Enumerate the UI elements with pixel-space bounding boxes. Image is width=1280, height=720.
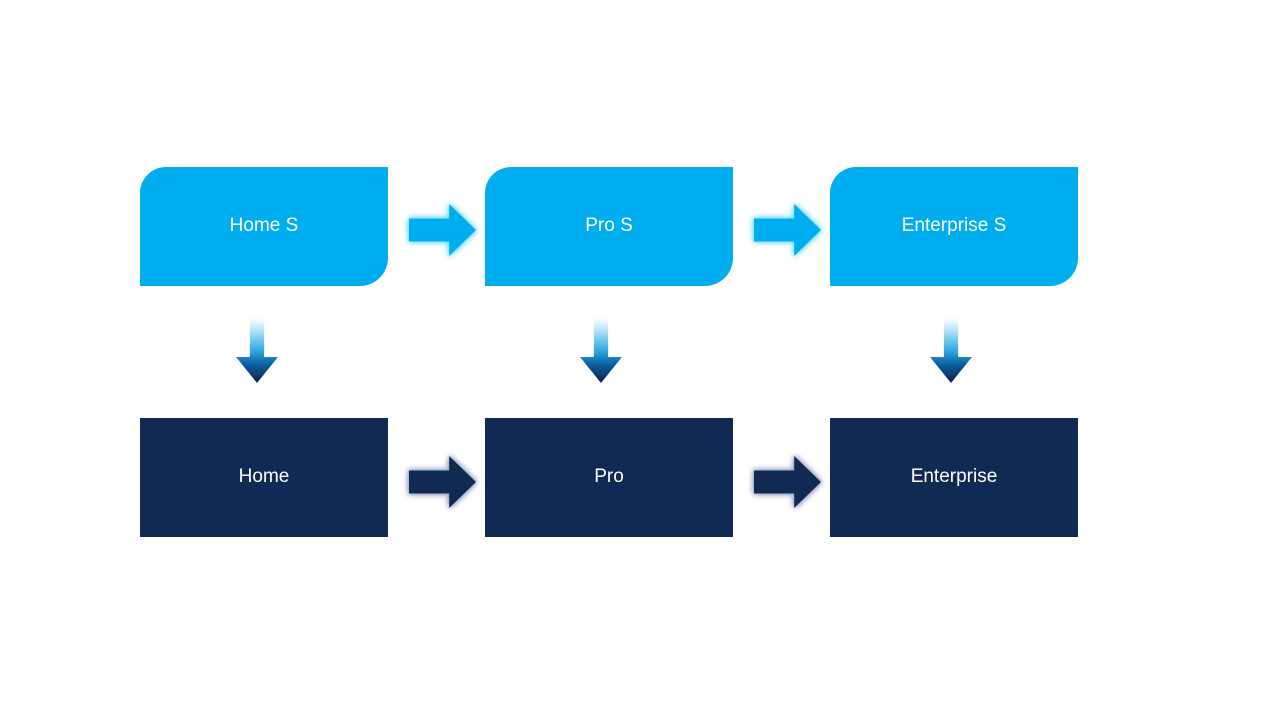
box-enterprise: Enterprise	[830, 418, 1078, 537]
right-arrow-icon-home-s-to-pro-s	[409, 204, 476, 256]
box-home-label: Home	[238, 466, 290, 488]
right-arrow-icon-pro-to-enterprise	[754, 456, 821, 508]
box-home-s-label: Home S	[229, 215, 299, 237]
box-enterprise-s-label: Enterprise S	[901, 215, 1007, 237]
down-arrow-icon-pro-s-to-pro	[580, 318, 622, 383]
box-home: Home	[140, 418, 388, 537]
right-arrow-shape	[754, 456, 821, 508]
box-home-s: Home S	[140, 167, 388, 286]
box-pro-label: Pro	[594, 466, 624, 488]
box-pro-s-label: Pro S	[585, 215, 633, 237]
box-pro: Pro	[485, 418, 733, 537]
right-arrow-shape	[754, 204, 821, 256]
box-enterprise-s: Enterprise S	[830, 167, 1078, 286]
right-arrow-shape	[409, 204, 476, 256]
right-arrow-shape	[409, 456, 476, 508]
down-arrow-icon-home-s-to-home	[236, 318, 278, 383]
box-pro-s: Pro S	[485, 167, 733, 286]
box-enterprise-label: Enterprise	[910, 466, 998, 488]
right-arrow-icon-home-to-pro	[409, 456, 476, 508]
down-arrow-icon-enterprise-s-to-enterprise	[930, 318, 972, 383]
right-arrow-icon-pro-s-to-enterprise-s	[754, 204, 821, 256]
